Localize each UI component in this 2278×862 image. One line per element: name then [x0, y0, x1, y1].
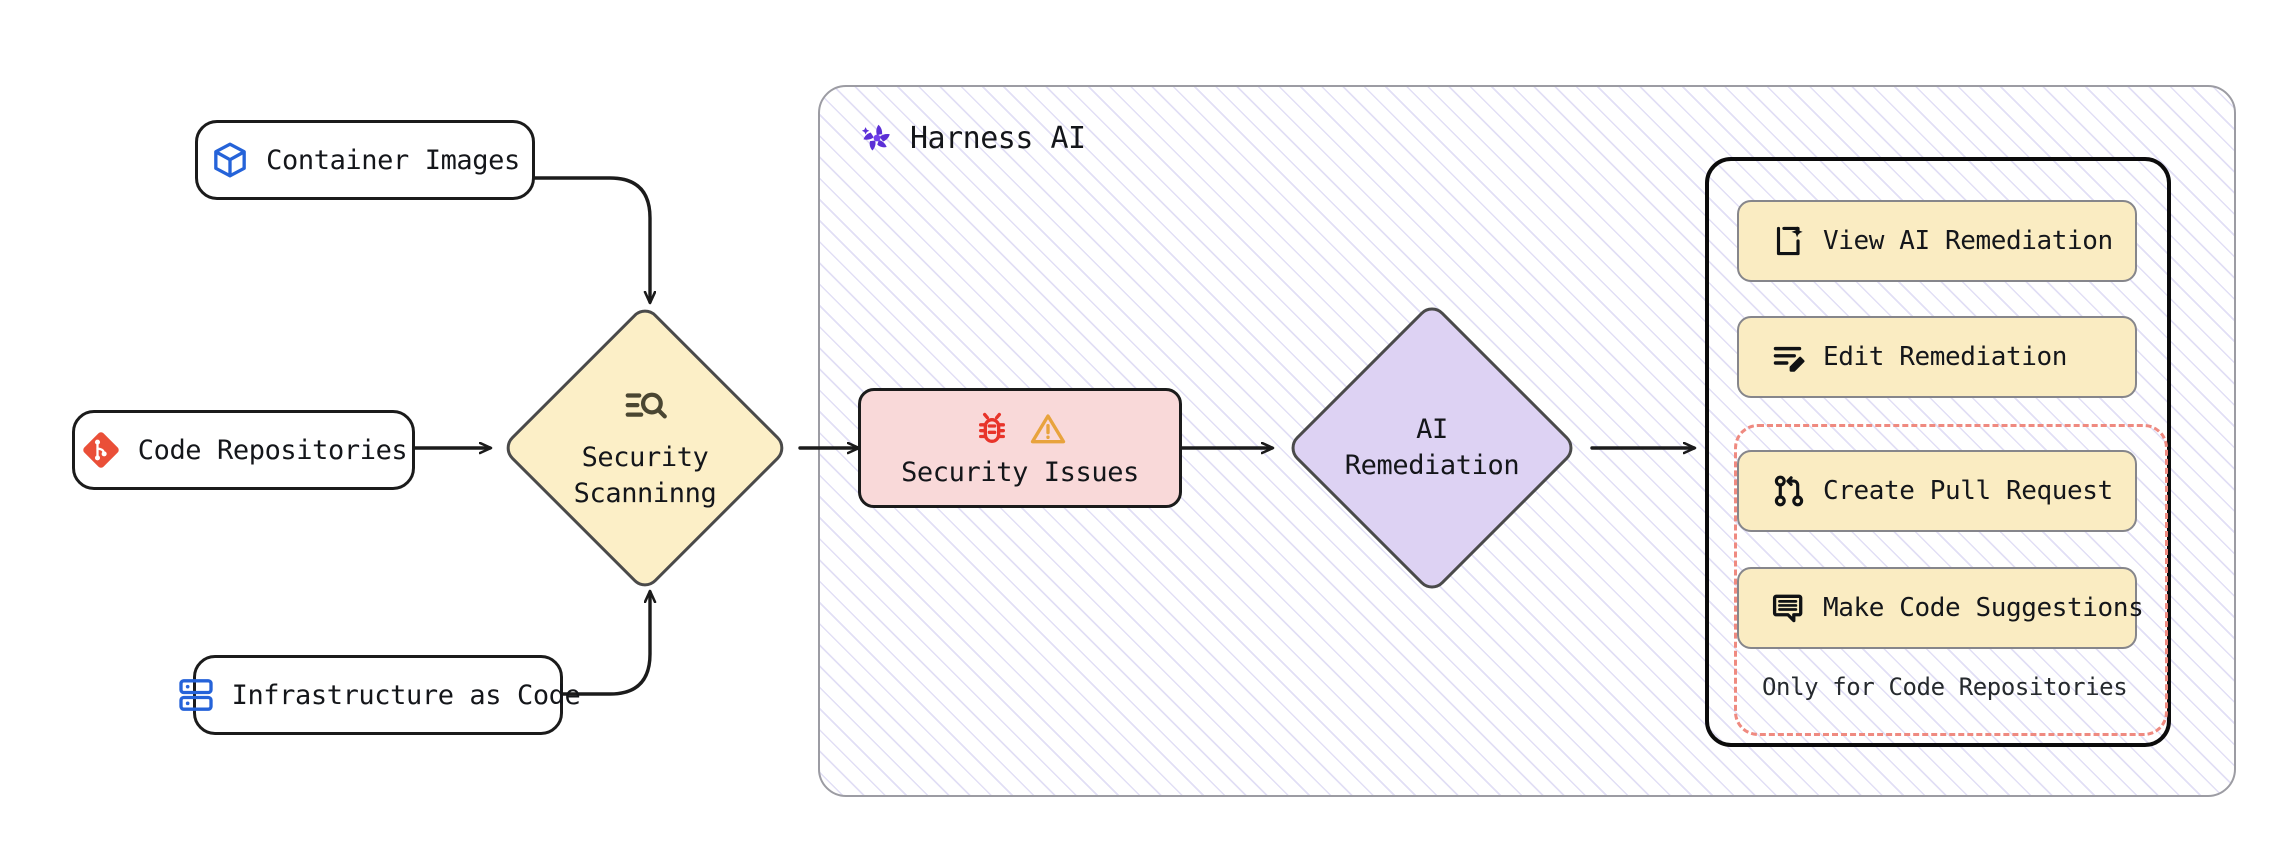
security-scanning-node[interactable]: Security Scanninng	[490, 303, 800, 593]
warning-triangle-icon	[1028, 409, 1068, 449]
harness-pinwheel-logo	[858, 119, 896, 157]
git-icon	[80, 429, 122, 471]
action-label: Make Code Suggestions	[1823, 593, 2144, 623]
edge-container-images-to-scanning	[533, 176, 650, 302]
sparkle-document-icon	[1771, 223, 1807, 259]
security-scanning-shape	[500, 303, 790, 593]
action-edit-remediation[interactable]: Edit Remediation	[1737, 316, 2137, 398]
action-label: View AI Remediation	[1823, 226, 2113, 256]
ai-remediation-shape	[1284, 300, 1580, 596]
security-issues-icons	[972, 409, 1068, 449]
security-issues-label: Security Issues	[901, 456, 1139, 488]
edge-infrastructure-as-code-to-scanning	[561, 592, 650, 696]
source-node-code-repositories[interactable]: Code Repositories	[72, 410, 415, 490]
edit-lines-pencil-icon	[1771, 339, 1807, 375]
server-stack-icon	[176, 675, 216, 715]
source-node-label: Code Repositories	[137, 434, 408, 466]
harness-ai-title-label: Harness AI	[910, 120, 1086, 156]
action-make-code-suggestions[interactable]: Make Code Suggestions	[1737, 567, 2144, 649]
harness-ai-title: Harness AI	[858, 119, 1086, 157]
source-node-label: Infrastructure as Code	[231, 679, 581, 711]
action-label: Create Pull Request	[1823, 476, 2113, 506]
code-repositories-only-group	[1734, 424, 2168, 736]
bug-icon	[972, 409, 1012, 449]
action-view-ai-remediation[interactable]: View AI Remediation	[1737, 200, 2137, 282]
ai-remediation-node[interactable]: AI Remediation	[1272, 300, 1592, 596]
source-node-container-images[interactable]: Container Images	[195, 120, 535, 200]
action-create-pull-request[interactable]: Create Pull Request	[1737, 450, 2137, 532]
source-node-infrastructure-as-code[interactable]: Infrastructure as Code	[178, 655, 581, 735]
remediation-actions-panel	[1705, 157, 2171, 747]
source-node-label: Container Images	[266, 144, 520, 176]
cube-icon	[210, 140, 250, 180]
code-repositories-only-caption: Only for Code Repositories	[1762, 673, 2128, 701]
action-label: Edit Remediation	[1823, 342, 2068, 372]
security-issues-node[interactable]: Security Issues	[858, 388, 1182, 508]
git-pull-request-icon	[1771, 473, 1807, 509]
comment-lines-icon	[1771, 590, 1807, 626]
